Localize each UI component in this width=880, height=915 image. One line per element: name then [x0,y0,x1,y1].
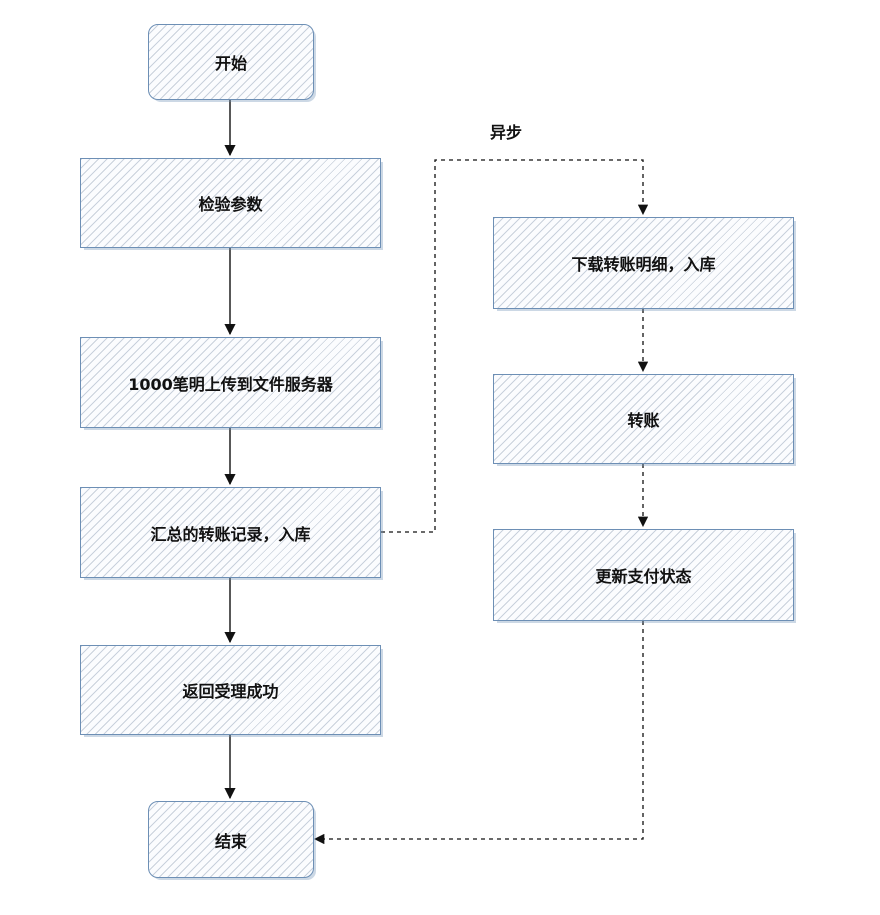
node-transfer-label: 转账 [627,411,660,430]
node-transfer: 转账 [493,374,794,464]
node-start-label: 开始 [214,54,247,73]
node-update-status: 更新支付状态 [493,529,794,621]
node-validate: 检验参数 [80,158,381,248]
node-summary: 汇总的转账记录，入库 [80,487,381,578]
node-return: 返回受理成功 [80,645,381,735]
node-upload: 1000笔明上传到文件服务器 [80,337,381,428]
edge-summary-to-download [381,159,649,533]
node-validate-label: 检验参数 [198,195,263,214]
node-upload-label: 1000笔明上传到文件服务器 [128,374,333,394]
node-return-label: 返回受理成功 [182,682,279,701]
node-summary-label: 汇总的转账记录，入库 [150,524,311,544]
node-end: 结束 [148,801,314,878]
node-download: 下载转账明细，入库 [493,217,794,309]
edge-update-to-end [313,621,644,845]
node-end-label: 结束 [214,831,247,851]
node-update-status-label: 更新支付状态 [595,567,692,586]
node-start: 开始 [148,24,314,100]
async-edge-label: 异步 [490,123,523,142]
node-download-label: 下载转账明细，入库 [571,255,716,274]
